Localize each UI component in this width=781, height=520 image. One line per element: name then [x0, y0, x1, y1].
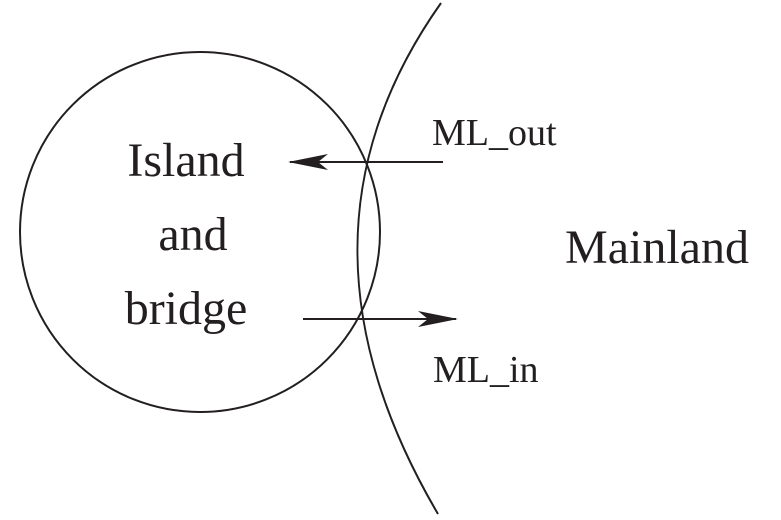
island-label-line3: bridge	[125, 282, 248, 335]
ml-out-label: ML_out	[432, 112, 557, 154]
island-circle	[19, 51, 381, 413]
island-label-line2: and	[158, 208, 227, 261]
ml-in-label: ML_in	[433, 349, 539, 391]
island-label-line1: Island	[127, 134, 244, 187]
mainland-label: Mainland	[565, 221, 749, 274]
mainland-boundary	[356, 2, 442, 515]
